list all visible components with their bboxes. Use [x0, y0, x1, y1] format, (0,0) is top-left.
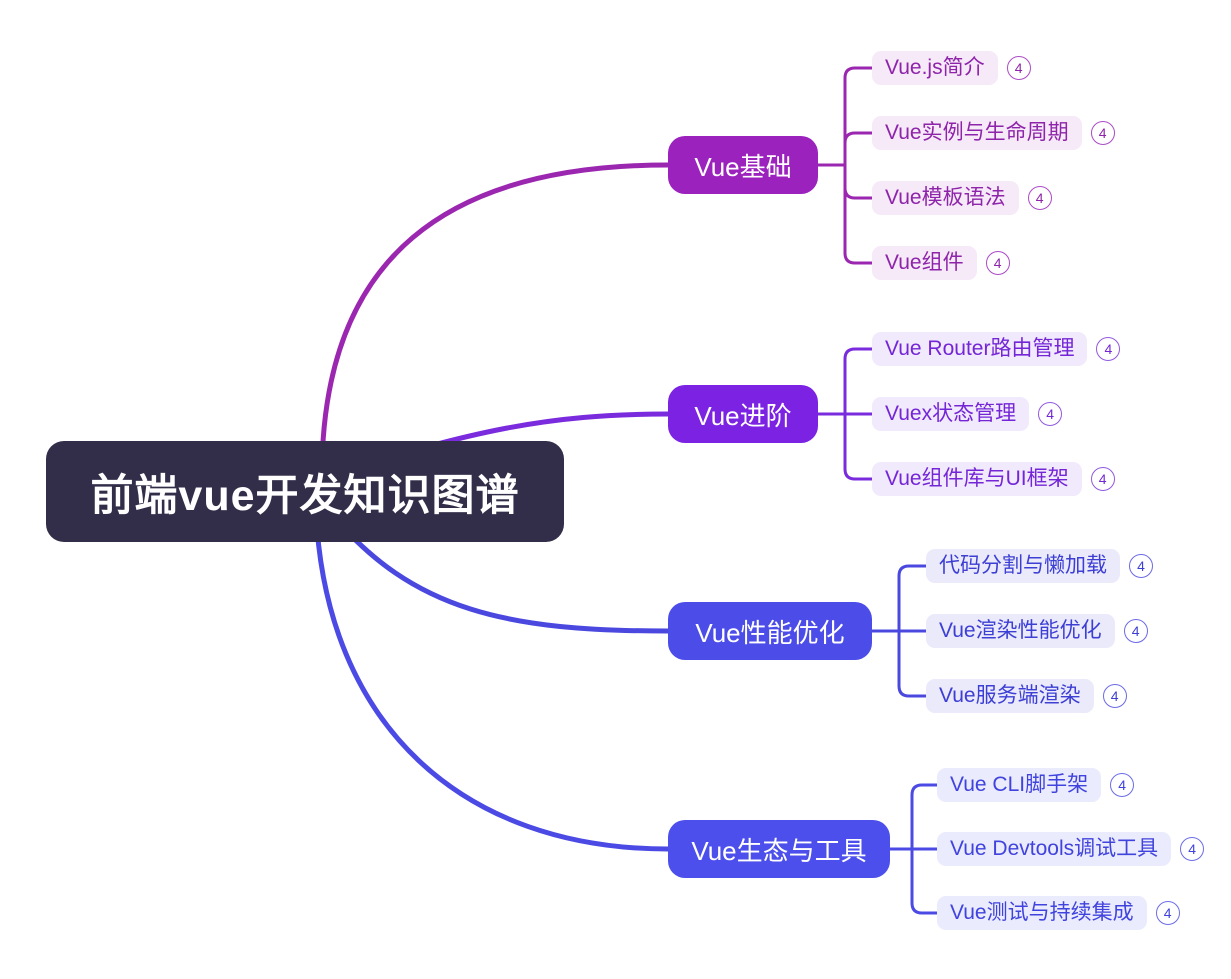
child-count-badge[interactable]: 4 — [1006, 56, 1031, 80]
child-count-badge[interactable]: 4 — [1129, 554, 1153, 578]
leaf-row: Vue模板语法 4 — [872, 181, 1052, 215]
leaf-node[interactable]: Vue实例与生命周期 — [872, 116, 1082, 150]
branch-node[interactable]: Vue进阶 — [668, 385, 818, 443]
leaf-node[interactable]: Vue模板语法 — [872, 181, 1019, 215]
central-topic-label: 前端vue开发知识图谱 — [90, 471, 520, 520]
child-count-badge[interactable]: 4 — [1096, 337, 1121, 361]
branch-node[interactable]: Vue性能优化 — [668, 602, 872, 660]
leaf-node[interactable]: Vue Router路由管理 — [872, 332, 1088, 366]
child-count-badge[interactable]: 4 — [1090, 121, 1115, 145]
branch-label: Vue性能优化 — [695, 617, 845, 648]
branch-node[interactable]: Vue基础 — [668, 136, 818, 194]
child-count-badge[interactable]: 4 — [1123, 619, 1148, 643]
leaf-row: Vue实例与生命周期 4 — [872, 116, 1115, 150]
leaf-node[interactable]: Vue.js简介 — [872, 51, 998, 85]
leaf-row: Vue组件库与UI框架 4 — [872, 462, 1115, 496]
branch-label: Vue生态与工具 — [691, 835, 867, 866]
leaf-row: 代码分割与懒加载 4 — [926, 549, 1153, 583]
branch-label: Vue进阶 — [694, 400, 792, 431]
leaf-node[interactable]: Vue组件 — [872, 246, 977, 280]
leaf-row: Vue组件 4 — [872, 246, 1010, 280]
leaf-row: Vuex状态管理 4 — [872, 397, 1063, 431]
child-count-badge[interactable]: 4 — [1110, 773, 1135, 797]
leaf-node[interactable]: Vuex状态管理 — [872, 397, 1030, 431]
leaf-row: Vue Devtools调试工具 4 — [937, 832, 1205, 866]
child-count-badge[interactable]: 4 — [1038, 402, 1063, 426]
leaf-node[interactable]: Vue CLI脚手架 — [937, 768, 1102, 802]
leaf-node[interactable]: Vue Devtools调试工具 — [937, 832, 1172, 866]
branch-node[interactable]: Vue生态与工具 — [668, 820, 890, 878]
central-topic-node[interactable]: 前端vue开发知识图谱 — [46, 441, 564, 542]
child-count-badge[interactable]: 4 — [1027, 186, 1052, 210]
branch-label: Vue基础 — [694, 151, 792, 182]
leaf-node[interactable]: Vue渲染性能优化 — [926, 614, 1115, 648]
child-count-badge[interactable]: 4 — [1155, 901, 1180, 925]
leaf-row: Vue.js简介 4 — [872, 51, 1031, 85]
leaf-node[interactable]: Vue测试与持续集成 — [937, 896, 1147, 930]
leaf-row: Vue服务端渲染 4 — [926, 679, 1127, 713]
leaf-node[interactable]: 代码分割与懒加载 — [926, 549, 1120, 583]
child-count-badge[interactable]: 4 — [985, 251, 1010, 275]
leaf-row: Vue CLI脚手架 4 — [937, 768, 1135, 802]
leaf-node[interactable]: Vue组件库与UI框架 — [872, 462, 1082, 496]
leaf-node[interactable]: Vue服务端渲染 — [926, 679, 1094, 713]
child-count-badge[interactable]: 4 — [1102, 684, 1127, 708]
leaf-row: Vue测试与持续集成 4 — [937, 896, 1180, 930]
leaf-row: Vue渲染性能优化 4 — [926, 614, 1148, 648]
child-count-badge[interactable]: 4 — [1180, 837, 1205, 861]
leaf-row: Vue Router路由管理 4 — [872, 332, 1121, 366]
child-count-badge[interactable]: 4 — [1090, 467, 1115, 491]
